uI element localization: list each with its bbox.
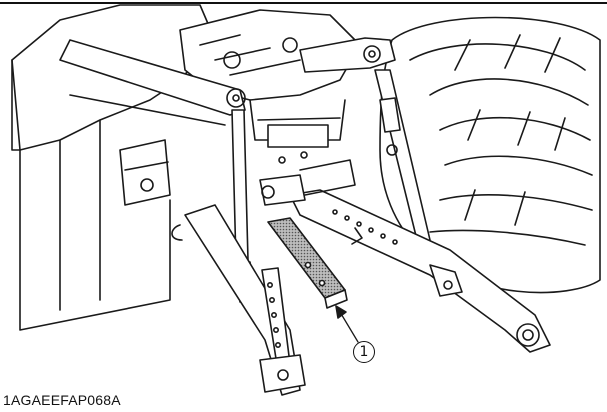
rear-tire bbox=[379, 16, 601, 294]
center-housing bbox=[179, 9, 361, 148]
drawbar-plate bbox=[267, 217, 348, 309]
top-border-line bbox=[0, 2, 607, 4]
callout-leader bbox=[335, 305, 359, 343]
right-lower-link bbox=[289, 189, 551, 353]
side-bracket bbox=[119, 139, 171, 206]
top-link bbox=[299, 37, 396, 73]
callout-number-1: 1 bbox=[353, 341, 375, 363]
left-lower-link bbox=[171, 204, 306, 396]
cross-shaft bbox=[259, 151, 356, 206]
figure-code: 1AGAEEFAP068A bbox=[3, 392, 121, 408]
left-lift-arm bbox=[59, 39, 246, 126]
